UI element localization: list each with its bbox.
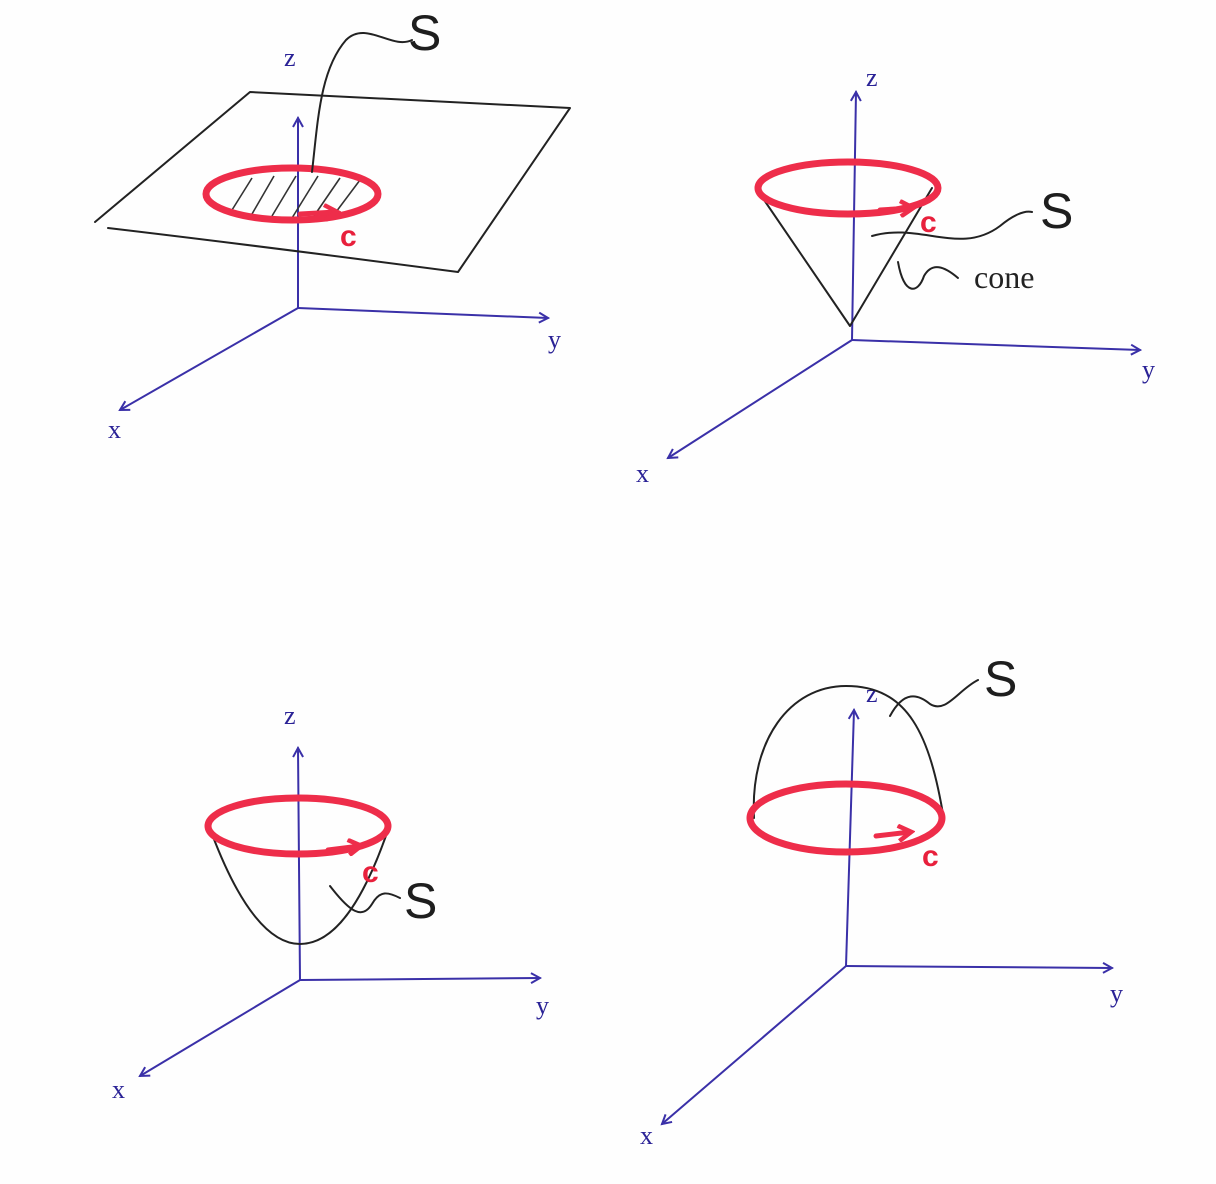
- panel-paraboloid: z y x S c: [112, 701, 549, 1104]
- shaded-disk: [231, 175, 361, 219]
- x-axis: [662, 965, 847, 1124]
- boundary-curve-c: [202, 164, 382, 224]
- x-axis-label: x: [112, 1075, 125, 1104]
- z-axis: [298, 748, 300, 981]
- cone-note: cone: [974, 259, 1034, 295]
- y-axis-label: y: [548, 325, 561, 354]
- surface-leader-line: [329, 885, 401, 914]
- y-axis: [845, 966, 1112, 968]
- x-axis-label: x: [108, 415, 121, 444]
- panel-dome: z y x S c: [640, 651, 1123, 1150]
- curve-direction-arrow: [325, 846, 360, 850]
- boundary-curve-c: [754, 158, 942, 218]
- axes-cone: z y x: [636, 63, 1155, 488]
- cone-leader-line: [897, 261, 959, 290]
- curve-label-c: c: [920, 206, 937, 239]
- axes-plane: z y x: [108, 43, 561, 444]
- axes-dome: z y x: [640, 679, 1123, 1150]
- paraboloid-surface: [211, 823, 391, 945]
- plane-outline: [94, 91, 571, 273]
- x-axis-label: x: [636, 459, 649, 488]
- y-axis: [299, 978, 540, 980]
- x-axis: [120, 307, 299, 410]
- boundary-curve-c: [204, 794, 392, 858]
- curve-direction-arrow: [877, 208, 912, 210]
- x-axis: [668, 339, 853, 458]
- boundary-curve-c: [746, 780, 946, 856]
- y-axis-label: y: [1142, 355, 1155, 384]
- x-axis: [140, 979, 301, 1076]
- y-axis-label: y: [536, 991, 549, 1020]
- y-axis: [851, 339, 1140, 350]
- z-axis-label: z: [866, 63, 878, 92]
- curve-direction-arrow: [873, 832, 910, 836]
- x-axis-label: x: [640, 1121, 653, 1150]
- curve-label-c: c: [922, 840, 939, 873]
- y-axis-label: y: [1110, 979, 1123, 1008]
- z-axis-label: z: [284, 43, 296, 72]
- dome-surface: [752, 685, 945, 821]
- panel-plane: z y x S c: [94, 5, 571, 444]
- curve-direction-arrow: [297, 212, 336, 214]
- z-axis-label: z: [284, 701, 296, 730]
- cone-surface-edges: [759, 187, 933, 327]
- surface-label-s: S: [408, 5, 441, 61]
- axes-paraboloid: z y x: [112, 701, 549, 1104]
- curve-label-c: c: [340, 220, 357, 253]
- y-axis: [297, 307, 548, 318]
- surface-label-s: S: [984, 651, 1017, 707]
- z-axis-label: z: [866, 679, 878, 708]
- surface-label-s: S: [1040, 183, 1073, 239]
- surface-leader-line: [889, 679, 979, 717]
- curve-label-c: c: [362, 856, 379, 889]
- surface-label-s: S: [404, 873, 437, 929]
- surface-leader-line: [871, 210, 1033, 240]
- z-axis: [845, 710, 854, 967]
- surface-leader-line: [311, 32, 413, 173]
- panel-cone: z y x S c cone: [636, 63, 1155, 488]
